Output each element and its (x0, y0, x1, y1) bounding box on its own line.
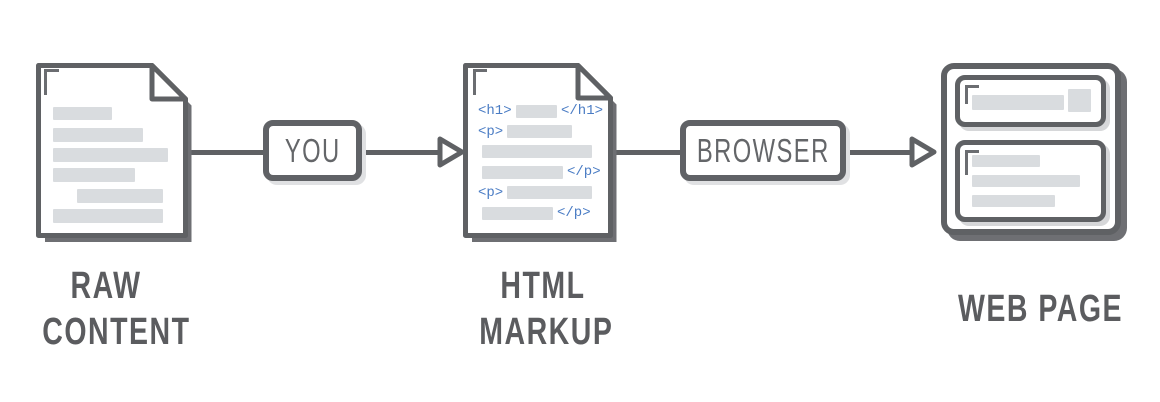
browser-label: BROWSER (696, 131, 830, 169)
web-page-caption: WEB PAGE (958, 286, 1124, 332)
h1-open-tag: <h1> (478, 103, 512, 120)
code-line (478, 142, 603, 162)
text-placeholder-bar (507, 125, 573, 139)
browser-process-box: BROWSER (680, 120, 846, 181)
caption-line: MARKUP (479, 311, 614, 353)
text-placeholder-bar (53, 209, 163, 223)
text-placeholder-bar (482, 145, 592, 159)
corner-mark-icon (473, 69, 487, 95)
raw-content-document-icon (36, 63, 200, 250)
caption-line: CONTENT (42, 311, 191, 353)
you-process-box: YOU (263, 120, 362, 181)
corner-mark-icon (965, 150, 979, 175)
text-placeholder-bar (482, 165, 563, 179)
text-placeholder-bar (972, 175, 1080, 187)
text-placeholder-bar (77, 189, 163, 203)
connector-line-3 (612, 150, 686, 155)
text-placeholder-bar (515, 104, 557, 118)
text-placeholder-bar (507, 186, 593, 200)
web-page-window-icon (941, 63, 1121, 235)
html-code-block: <h1> </h1> <p> </p> <p> </p> (478, 101, 603, 223)
image-placeholder-square (1068, 89, 1091, 112)
p-open-tag: <p> (478, 184, 504, 201)
web-page-header-block (955, 75, 1106, 127)
you-label: YOU (284, 131, 341, 169)
html-markup-document-icon: <h1> </h1> <p> </p> <p> </p> (463, 63, 625, 250)
corner-mark-icon (44, 69, 59, 95)
code-line: </p> (478, 203, 603, 223)
code-line: <h1> </h1> (478, 101, 603, 121)
h1-close-tag: </h1> (560, 103, 603, 120)
connector-line-4 (842, 150, 912, 155)
p-open-tag: <p> (478, 123, 504, 140)
caption-line: RAW (70, 265, 142, 307)
text-placeholder-bar (972, 195, 1055, 207)
corner-mark-icon (965, 85, 979, 104)
html-markup-caption: HTML MARKUP (479, 263, 614, 355)
code-line: </p> (478, 162, 603, 182)
caption-line: HTML (500, 265, 586, 307)
text-placeholder-bar (53, 128, 143, 142)
text-placeholder-bar (53, 107, 112, 120)
text-placeholder-bar (482, 206, 553, 220)
text-placeholder-bar (53, 168, 135, 182)
arrow-right-icon (437, 136, 465, 168)
text-placeholder-bar (972, 95, 1064, 110)
code-line: <p> (478, 121, 603, 141)
web-page-body-block (955, 140, 1106, 222)
text-placeholder-bar (53, 148, 168, 162)
p-close-tag: </p> (567, 164, 601, 181)
text-placeholder-bar (972, 155, 1040, 167)
connector-line-1 (190, 150, 270, 155)
arrow-right-icon (909, 136, 937, 168)
p-close-tag: </p> (557, 205, 591, 222)
raw-content-caption: RAW CONTENT (42, 263, 191, 355)
connector-line-2 (356, 150, 440, 155)
code-line: <p> (478, 183, 603, 203)
caption-line: WEB PAGE (958, 288, 1124, 330)
